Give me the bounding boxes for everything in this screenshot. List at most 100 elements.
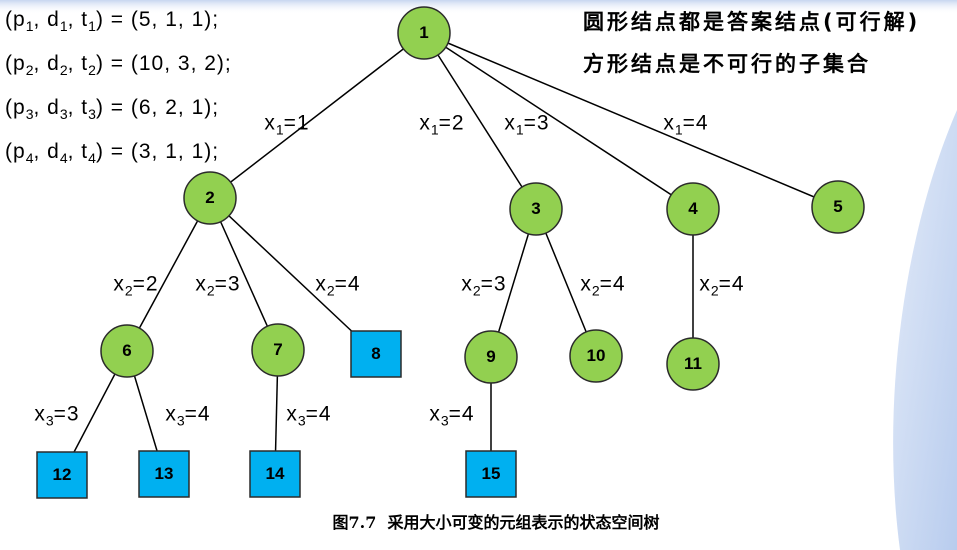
edge-label-text: x (34, 402, 46, 426)
node-label-1: 1 (419, 23, 429, 42)
edge-label-9-15: x3=4 (429, 402, 475, 429)
edge-1-5 (423, 32, 839, 208)
edge-label-3-9: x2=3 (461, 272, 507, 299)
parameter-subscript: 2 (25, 62, 34, 78)
legend-circle-note: 圆形结点都是答案结点(可行解) (583, 10, 921, 34)
parameter-text: ) = (10, 3, 2); (95, 52, 232, 75)
edge-label-subscript: 2 (472, 282, 481, 299)
edge-label-text: =3 (214, 272, 241, 296)
node-label-6: 6 (122, 341, 132, 360)
parameter-text: ) = (3, 1, 1); (95, 140, 220, 163)
edge-label-text: x (663, 111, 675, 135)
edge-label-6-12: x3=3 (34, 402, 80, 429)
node-12-square (36, 451, 88, 499)
node-label-4: 4 (688, 199, 698, 218)
edge-label-4-11: x2=4 (699, 272, 745, 299)
parameter-subscript: 1 (59, 18, 68, 34)
edge-1-2 (209, 32, 425, 199)
edge-label-text: =2 (438, 111, 465, 135)
node-label-15: 15 (481, 464, 501, 483)
node-7-circle (251, 323, 305, 377)
edge-label-1-3: x1=2 (419, 111, 465, 138)
edge-label-text: =1 (283, 111, 310, 135)
edge-label-subscript: 2 (710, 282, 719, 299)
edge-label-subscript: 1 (515, 121, 524, 138)
parameter-text: (p (5, 96, 26, 119)
parameter-subscript: 4 (88, 150, 96, 166)
edge-label-1-2: x1=1 (264, 111, 310, 138)
parameter-text: , d (33, 96, 60, 119)
edge-2-7 (209, 197, 279, 351)
parameter-line-3: (p3, d3, t3) = (6, 2, 1); (5, 96, 219, 122)
parameter-subscript: 2 (88, 62, 96, 78)
edge-label-subscript: 3 (176, 412, 185, 429)
edge-2-6 (126, 197, 211, 352)
edge-label-text: =3 (53, 402, 80, 426)
node-14-square (249, 450, 301, 498)
edge-label-text: =4 (184, 402, 211, 426)
edge-label-2-6: x2=2 (113, 272, 159, 299)
node-1-circle (397, 6, 451, 60)
edge-label-2-7: x2=3 (195, 272, 241, 299)
node-label-13: 13 (154, 464, 174, 483)
parameter-subscript: 4 (25, 150, 34, 166)
parameter-subscript: 1 (88, 18, 96, 34)
edge-label-subscript: 1 (275, 121, 284, 138)
edge-1-4 (423, 32, 694, 210)
parameter-subscript: 4 (59, 150, 68, 166)
edge-label-text: =2 (132, 272, 159, 296)
background-swoosh (893, 110, 957, 550)
node-label-3: 3 (531, 199, 541, 218)
edge-label-subscript: 3 (440, 412, 449, 429)
legend-square-note: 方形结点是不可行的子集合 (583, 52, 871, 76)
edge-label-3-10: x2=4 (580, 272, 626, 299)
edge-label-1-4: x1=3 (504, 111, 550, 138)
parameter-subscript: 1 (25, 18, 34, 34)
edge-label-text: =4 (599, 272, 626, 296)
edge-label-text: =3 (523, 111, 550, 135)
parameter-text: (p (5, 8, 26, 31)
edge-label-text: x (286, 402, 298, 426)
edge-label-text: x (195, 272, 207, 296)
background-top-band (0, 0, 957, 14)
edge-label-text: x (504, 111, 516, 135)
parameter-text: (p (5, 52, 26, 75)
node-label-7: 7 (273, 340, 283, 359)
node-4-circle (666, 182, 720, 236)
edge-label-text: x (461, 272, 473, 296)
parameter-line-1: (p1, d1, t1) = (5, 1, 1); (5, 8, 219, 34)
edge-label-subscript: 2 (206, 282, 215, 299)
edge-label-text: =4 (334, 272, 361, 296)
edge-label-text: x (113, 272, 125, 296)
node-label-12: 12 (52, 465, 72, 484)
node-label-2: 2 (205, 188, 215, 207)
node-11-circle (666, 337, 720, 391)
node-label-10: 10 (586, 346, 606, 365)
node-3-circle (509, 182, 563, 236)
parameter-text: , t (67, 140, 89, 163)
parameter-line-2: (p2, d2, t2) = (10, 3, 2); (5, 52, 232, 78)
parameter-text: , t (67, 96, 89, 119)
node-9-circle (464, 330, 518, 384)
edge-label-1-5: x1=4 (663, 111, 708, 138)
edge-label-text: x (264, 111, 276, 135)
node-13-square (138, 450, 190, 498)
parameter-text: , t (67, 52, 89, 75)
edge-label-text: =3 (480, 272, 507, 296)
edge-label-text: x (419, 111, 431, 135)
parameter-text: , d (33, 52, 60, 75)
edge-label-text: =4 (718, 272, 745, 296)
edge-label-subscript: 2 (124, 282, 133, 299)
edge-label-subscript: 2 (591, 282, 600, 299)
edge-label-text: =4 (448, 402, 475, 426)
parameter-text: , t (67, 8, 89, 31)
parameter-subscript: 3 (25, 106, 34, 122)
parameter-text: , d (33, 140, 60, 163)
edge-label-6-13: x3=4 (165, 402, 211, 429)
node-10-circle (569, 329, 623, 383)
node-label-5: 5 (833, 197, 843, 216)
edge-label-subscript: 1 (430, 121, 439, 138)
parameter-subscript: 3 (88, 106, 96, 122)
